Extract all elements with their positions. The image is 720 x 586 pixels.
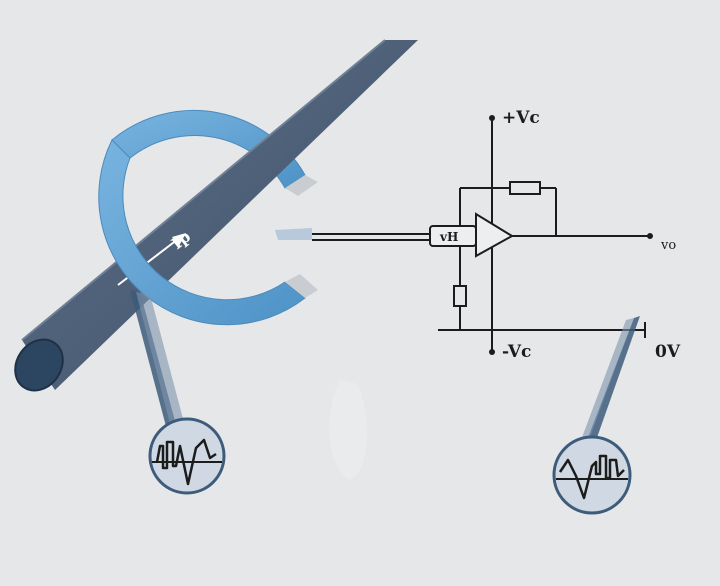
current-arrowhead <box>172 233 186 246</box>
output-waveform-callout <box>552 316 640 515</box>
op-amp <box>475 212 514 258</box>
primary-waveform-callout <box>130 290 226 495</box>
supply-terminals <box>489 115 653 355</box>
hall-sensor-element: vH <box>429 225 477 247</box>
output-waveform-magnifier <box>552 435 632 515</box>
positive-supply-label: +Vc <box>502 108 540 128</box>
circuit-wiring <box>312 118 650 352</box>
feedback-resistor <box>509 181 541 195</box>
ground-label: 0V <box>655 342 681 362</box>
conductor-end-face <box>14 338 64 392</box>
background-smudge <box>329 380 368 480</box>
primary-conductor: Ip <box>14 39 418 392</box>
primary-waveform-magnifier <box>148 417 226 495</box>
output-waveform-trace <box>558 454 625 500</box>
negative-supply-label: -Vc <box>502 342 531 362</box>
magnetic-core-front <box>98 139 318 326</box>
output-label: vo <box>660 238 676 253</box>
primary-waveform-trace <box>155 438 217 486</box>
hall-sensor-label: vH <box>439 230 458 244</box>
ground-resistor <box>453 285 467 307</box>
